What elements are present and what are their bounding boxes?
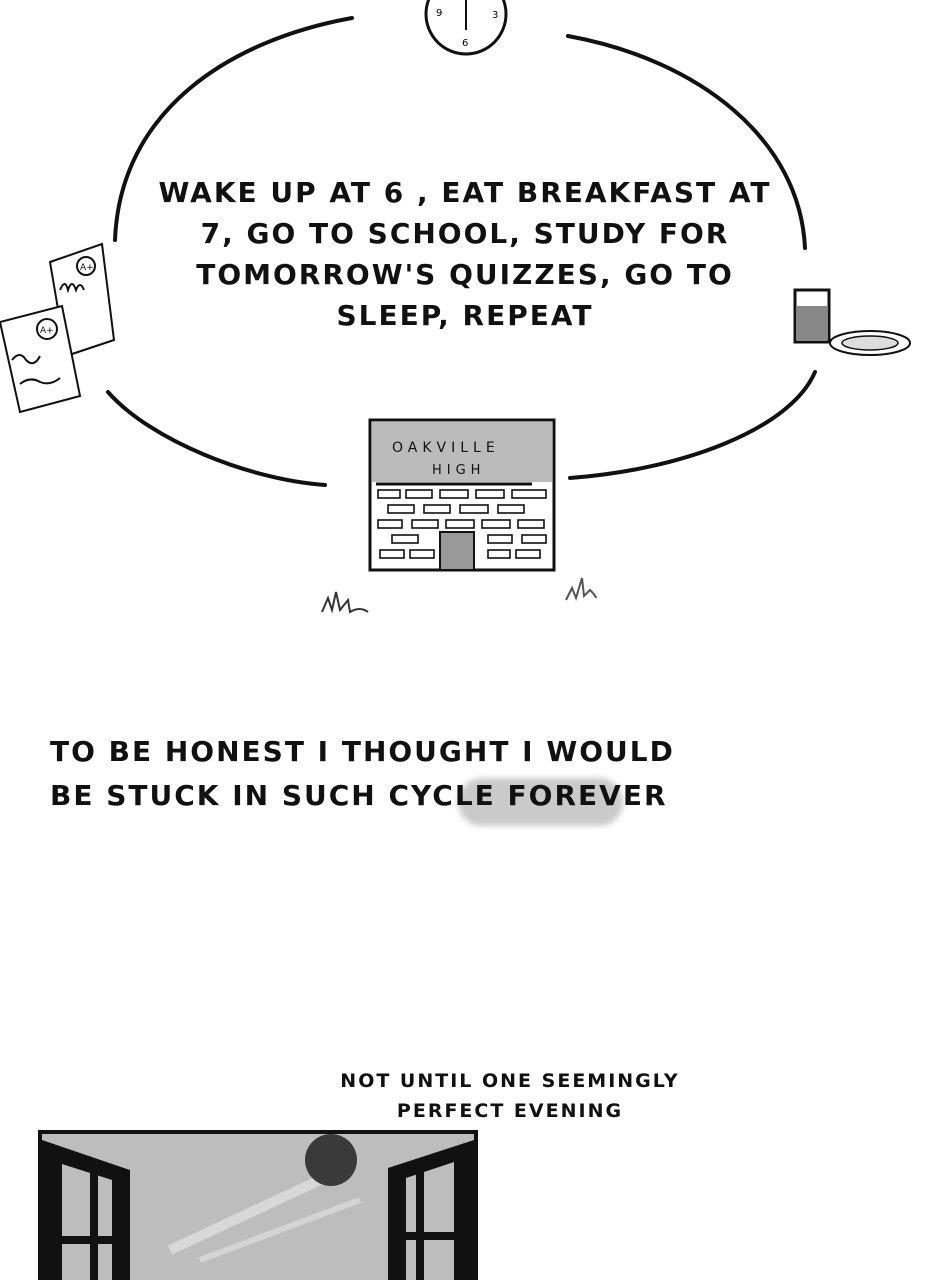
school-building-icon: OAKVILLE HIGH bbox=[368, 418, 556, 572]
svg-text:3: 3 bbox=[492, 10, 498, 21]
svg-text:A+: A+ bbox=[80, 263, 94, 273]
breakfast-icon bbox=[793, 288, 911, 356]
clock-icon: 9 3 6 bbox=[424, 0, 508, 56]
svg-text:9: 9 bbox=[436, 8, 442, 19]
moon-icon bbox=[305, 1134, 357, 1186]
caption-line: SLEEP, REPEAT bbox=[336, 299, 594, 332]
routine-caption: WAKE UP AT 6 , EAT BREAKFAST AT 7, GO TO… bbox=[150, 172, 780, 336]
honest-caption: TO BE HONEST i THOUGHT i WOULD BE STUCK … bbox=[50, 730, 675, 818]
gray-smudge bbox=[458, 778, 623, 826]
cycle-loop bbox=[106, 16, 817, 487]
caption-line: WAKE UP AT 6 , EAT BREAKFAST AT bbox=[158, 176, 772, 209]
school-door bbox=[439, 531, 475, 571]
caption-line: TO BE HONEST i THOUGHT i WOULD bbox=[50, 735, 675, 768]
grass-icon bbox=[565, 577, 597, 602]
caption-line: TOMORROW'S QUIZZES, GO TO bbox=[196, 258, 734, 291]
caption-line: NOT UNTiL ONE SEEMiNGLY bbox=[340, 1070, 680, 1092]
test-papers-icon: A+ A+ bbox=[0, 242, 116, 414]
svg-text:HIGH: HIGH bbox=[432, 463, 485, 478]
window-night-sky bbox=[38, 1130, 478, 1280]
grass-icon bbox=[321, 591, 369, 614]
caption-line: BE STUCK iN SUCH CYCLE bbox=[50, 779, 496, 812]
svg-text:6: 6 bbox=[462, 38, 468, 49]
caption-line: PERFECT EVENiNG bbox=[396, 1100, 624, 1122]
evening-caption: NOT UNTiL ONE SEEMiNGLY PERFECT EVENiNG bbox=[320, 1066, 700, 1126]
svg-text:OAKVILLE: OAKVILLE bbox=[392, 440, 500, 456]
emphasis-word: FOREVER bbox=[507, 779, 668, 812]
svg-text:A+: A+ bbox=[40, 326, 54, 336]
caption-line: 7, GO TO SCHOOL, STUDY FOR bbox=[200, 217, 730, 250]
